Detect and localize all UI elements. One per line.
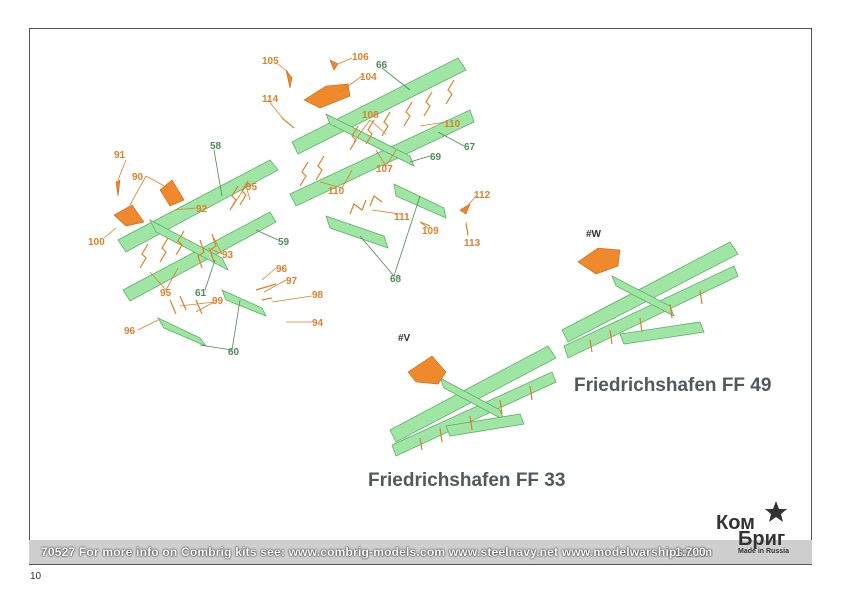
part-105 xyxy=(285,69,293,89)
label-100: 100 xyxy=(88,237,105,248)
label-61: 61 xyxy=(195,288,207,299)
label-90: 90 xyxy=(132,172,144,183)
label-96-left: 96 xyxy=(124,326,136,337)
label-106: 106 xyxy=(352,52,369,63)
label-109: 109 xyxy=(422,226,439,237)
struts-111 xyxy=(349,195,383,215)
title-ff49: Friedrichshafen FF 49 xyxy=(574,375,772,396)
label-99: 99 xyxy=(212,296,224,307)
label-91: 91 xyxy=(114,150,126,161)
struts-99 xyxy=(169,295,203,315)
ff49-fuselage xyxy=(611,275,675,317)
ff49-float xyxy=(619,321,705,345)
label-111: 111 xyxy=(394,212,410,223)
logo-line-2: Бриг xyxy=(738,528,786,550)
struts-110 xyxy=(299,155,325,187)
label-113: 113 xyxy=(464,238,481,249)
part-number-labels: 58 59 60 61 66 67 68 69 90 91 92 93 94 9… xyxy=(88,52,491,358)
label-67: 67 xyxy=(464,142,476,153)
label-60: 60 xyxy=(228,347,240,358)
part-97-98 xyxy=(255,283,277,301)
ff49-upper-wing xyxy=(561,241,739,343)
struts-93 xyxy=(197,233,217,269)
label-66: 66 xyxy=(376,60,388,71)
label-105: 105 xyxy=(262,56,279,67)
leader-lines xyxy=(103,57,477,351)
scale-label: 1:700 xyxy=(675,545,706,559)
ff49-tail xyxy=(577,247,621,275)
part-68-float-left xyxy=(325,215,389,249)
part-67-lower-wing xyxy=(289,109,475,207)
ff33-struts xyxy=(419,385,533,451)
star-icon xyxy=(765,501,787,522)
label-114: 114 xyxy=(262,94,279,105)
part-68-float-right xyxy=(393,183,447,219)
completed-ff49-model xyxy=(561,241,739,359)
label-107: 107 xyxy=(376,164,393,175)
marker-v: #V xyxy=(398,333,411,344)
combrig-logo: Ком Бриг Made in Russia xyxy=(716,500,810,562)
completed-ff33-model xyxy=(389,345,557,457)
marker-w: #W xyxy=(586,229,601,240)
exploded-ff49-assembly xyxy=(281,57,475,249)
struts-95 xyxy=(139,180,249,269)
made-in-russia: Made in Russia xyxy=(738,548,789,555)
part-66-upper-wing xyxy=(291,57,467,155)
label-112: 112 xyxy=(474,190,491,201)
footer-info-text: 70527 For more info on Combrig kits see:… xyxy=(41,545,713,559)
page-number: 10 xyxy=(30,571,42,582)
label-59: 59 xyxy=(278,237,290,248)
label-69: 69 xyxy=(430,152,442,163)
label-68: 68 xyxy=(390,274,402,285)
part-104-tail xyxy=(303,83,351,109)
footer-bar: 70527 For more info on Combrig kits see:… xyxy=(29,540,812,564)
label-93: 93 xyxy=(222,250,234,261)
part-60-float-left xyxy=(156,317,208,347)
label-110-left: 110 xyxy=(328,186,345,197)
label-96-right: 96 xyxy=(276,264,288,275)
label-95-top: 95 xyxy=(246,182,258,193)
label-58: 58 xyxy=(210,141,222,152)
part-59-lower-wing xyxy=(122,211,277,302)
label-95-bottom: 95 xyxy=(160,288,172,299)
label-104: 104 xyxy=(360,72,377,83)
ff33-upper-wing xyxy=(389,345,557,443)
part-60-float-right xyxy=(221,289,267,317)
label-108: 108 xyxy=(362,110,379,121)
struts-107-108 xyxy=(349,79,455,151)
label-110-right: 110 xyxy=(444,119,461,130)
part-90-tail xyxy=(159,179,185,207)
ff33-float xyxy=(445,413,525,437)
part-61-fuselage xyxy=(149,219,229,271)
label-97: 97 xyxy=(286,276,298,287)
part-106 xyxy=(329,59,339,71)
title-ff33: Friedrichshafen FF 33 xyxy=(368,470,566,491)
ff33-tail xyxy=(407,355,447,385)
label-92: 92 xyxy=(196,204,208,215)
part-90-rudder xyxy=(113,204,145,227)
ff33-lower-wing xyxy=(391,371,557,457)
logo-line-1: Ком xyxy=(716,512,755,534)
label-94: 94 xyxy=(312,318,324,329)
ff49-struts xyxy=(589,289,703,353)
label-98: 98 xyxy=(312,290,324,301)
part-69-fuselage xyxy=(325,113,415,167)
part-91 xyxy=(115,179,121,197)
exploded-ff33-assembly xyxy=(113,159,279,347)
ff49-lower-wing xyxy=(563,265,739,359)
